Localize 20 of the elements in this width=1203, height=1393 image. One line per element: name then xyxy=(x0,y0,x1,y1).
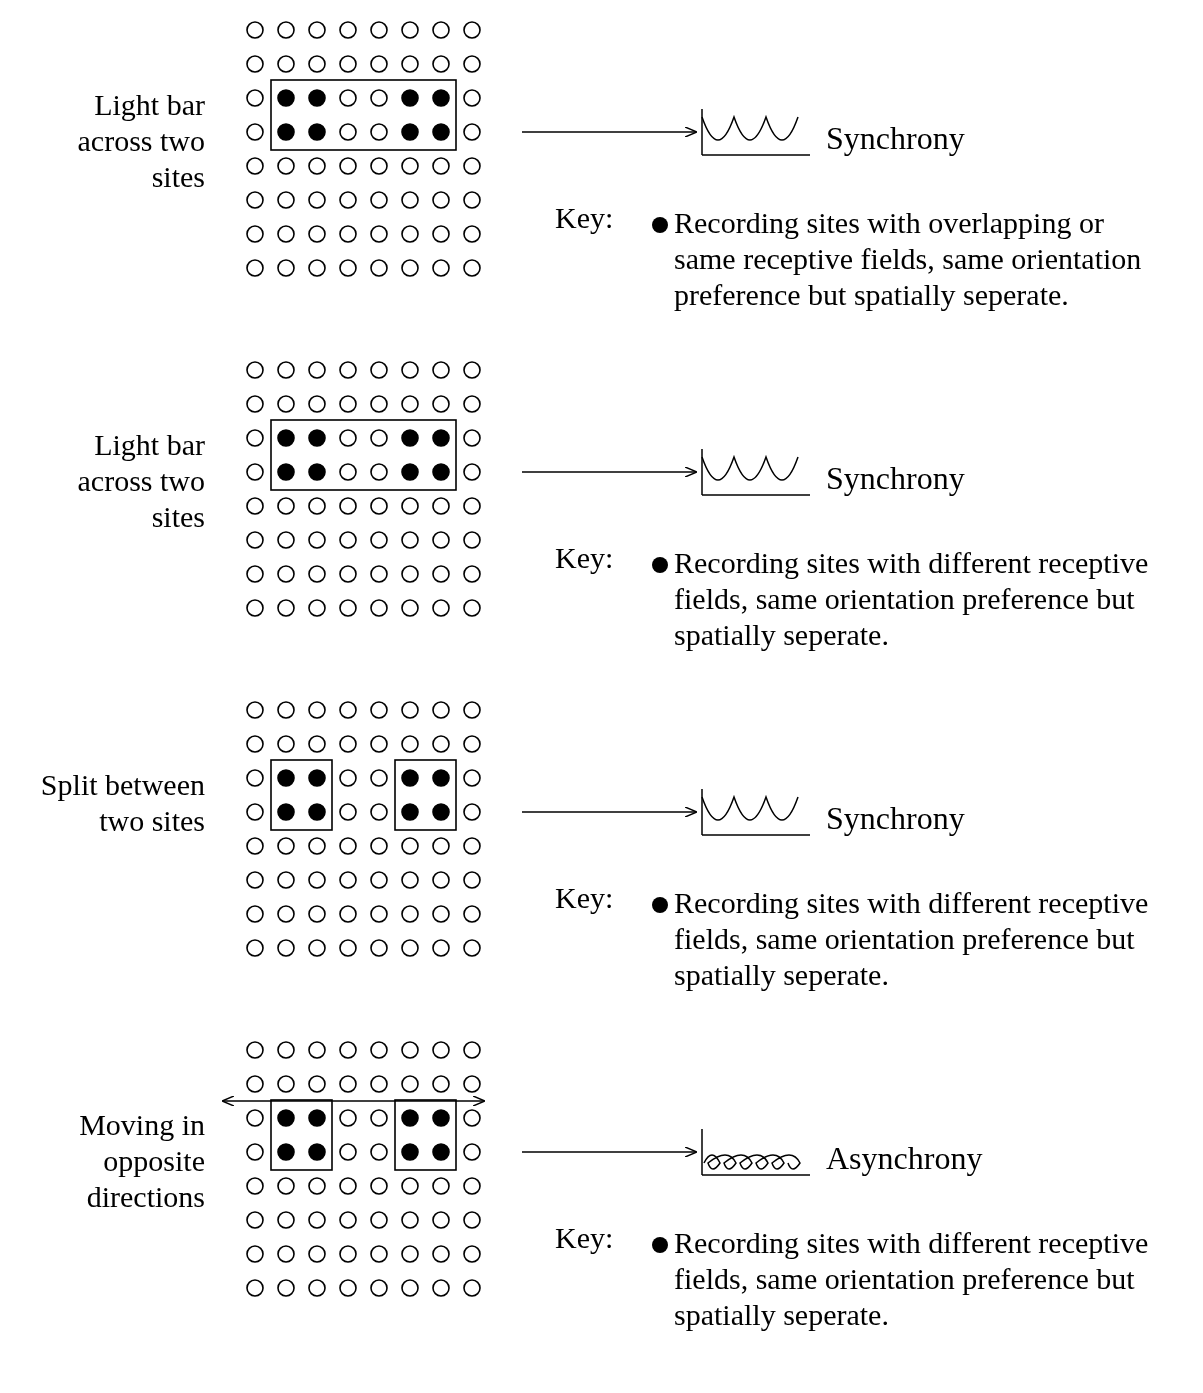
arrow xyxy=(521,466,698,478)
key-label: Key: xyxy=(555,881,614,915)
stimulus-label: Light bar across two sites xyxy=(76,87,205,195)
arrow xyxy=(521,1146,698,1158)
result-label: Synchrony xyxy=(826,460,965,497)
key-label: Key: xyxy=(555,541,614,575)
key-text: Recording sites with different receptive fields, same orientation preference but spatially seperate. xyxy=(674,1225,1150,1333)
key-text: Recording sites with different receptive fields, same orientation preference but spatially seperate. xyxy=(674,545,1150,653)
stimulus-label: Light bar across two sites xyxy=(76,427,205,535)
arrow xyxy=(521,126,698,138)
key-text: Recording sites with different receptive fields, same orientation preference but spatially seperate. xyxy=(674,885,1150,993)
key-label: Key: xyxy=(555,201,614,235)
result-label: Synchrony xyxy=(826,800,965,837)
result-label: Asynchrony xyxy=(826,1140,983,1177)
stimulus-label: Split between two sites xyxy=(39,767,205,839)
result-label: Synchrony xyxy=(826,120,965,157)
stimulus-label: Moving in opposite directions xyxy=(78,1107,205,1215)
key-label: Key: xyxy=(555,1221,614,1255)
arrow xyxy=(521,806,698,818)
key-text: Recording sites with overlapping or same receptive fields, same orientation preference but spatially seperate. xyxy=(674,205,1143,313)
